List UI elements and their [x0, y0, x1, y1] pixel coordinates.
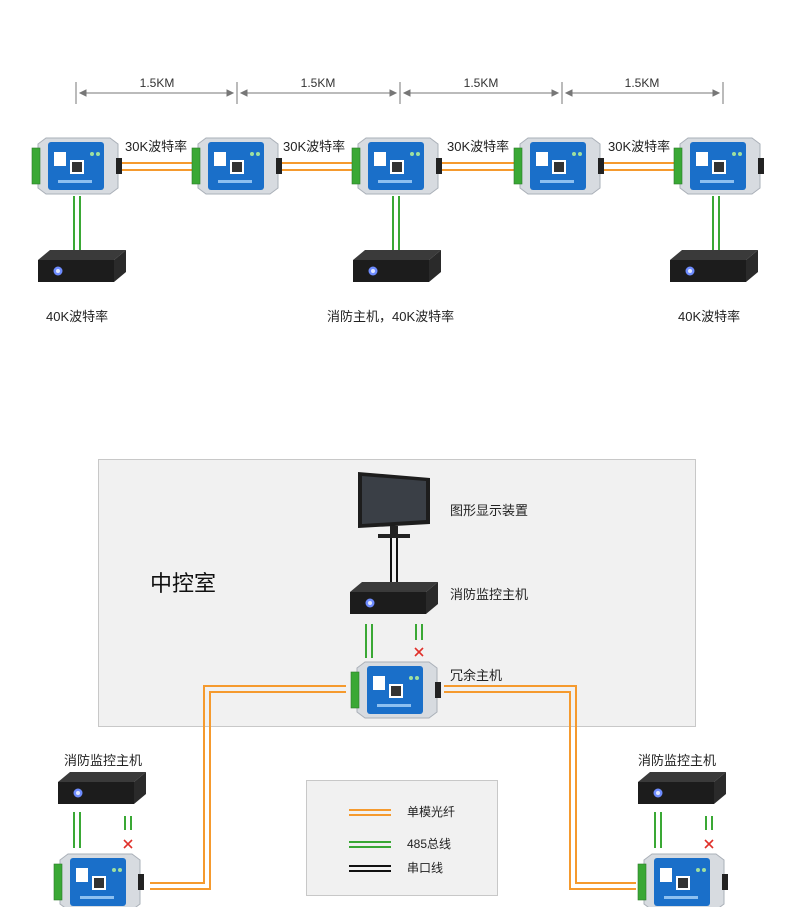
- left-host-label: 消防监控主机: [64, 753, 143, 768]
- host-label-3: 40K波特率: [678, 309, 741, 324]
- link-rate-label-1: 30K波特率: [125, 139, 188, 154]
- host-2: [353, 250, 441, 282]
- link-rate-label-2: 30K波特率: [283, 139, 346, 154]
- converter-1: [31, 137, 123, 195]
- link-rate-label-4: 30K波特率: [608, 139, 671, 154]
- converter-3: [351, 137, 443, 195]
- legend-box: 单模光纤 485总线 串口线: [306, 780, 498, 896]
- converter-5: [673, 137, 765, 195]
- right-monitor-host: [638, 772, 726, 804]
- distance-label-2: 1.5KM: [300, 76, 336, 90]
- center-host-label: 消防监控主机: [450, 587, 529, 602]
- right-converter: [637, 853, 729, 907]
- distance-label-3: 1.5KM: [463, 76, 499, 90]
- redundant-converter: [350, 661, 442, 719]
- monitor-label: 图形显示装置: [450, 503, 529, 518]
- host-label-1: 40K波特率: [46, 309, 109, 324]
- host-3: [670, 250, 758, 282]
- converter-4: [513, 137, 605, 195]
- distance-label-4: 1.5KM: [624, 76, 660, 90]
- converter-2: [191, 137, 283, 195]
- host-label-2: 消防主机，40K波特率: [327, 309, 455, 324]
- redundant-host-label: 冗余主机: [450, 668, 503, 683]
- host-1: [38, 250, 126, 282]
- graphic-display-monitor: [358, 472, 430, 538]
- left-converter: [53, 853, 145, 907]
- link-rate-label-3: 30K波特率: [447, 139, 510, 154]
- distance-label-1: 1.5KM: [139, 76, 175, 90]
- legend-label-485: 485总线: [407, 837, 452, 851]
- control-room-title: 中控室: [150, 571, 217, 596]
- legend-label-serial: 串口线: [407, 861, 444, 875]
- legend-label-fiber: 单模光纤: [407, 805, 456, 819]
- right-host-label: 消防监控主机: [638, 753, 717, 768]
- left-monitor-host: [58, 772, 146, 804]
- center-monitor-host: [350, 582, 438, 614]
